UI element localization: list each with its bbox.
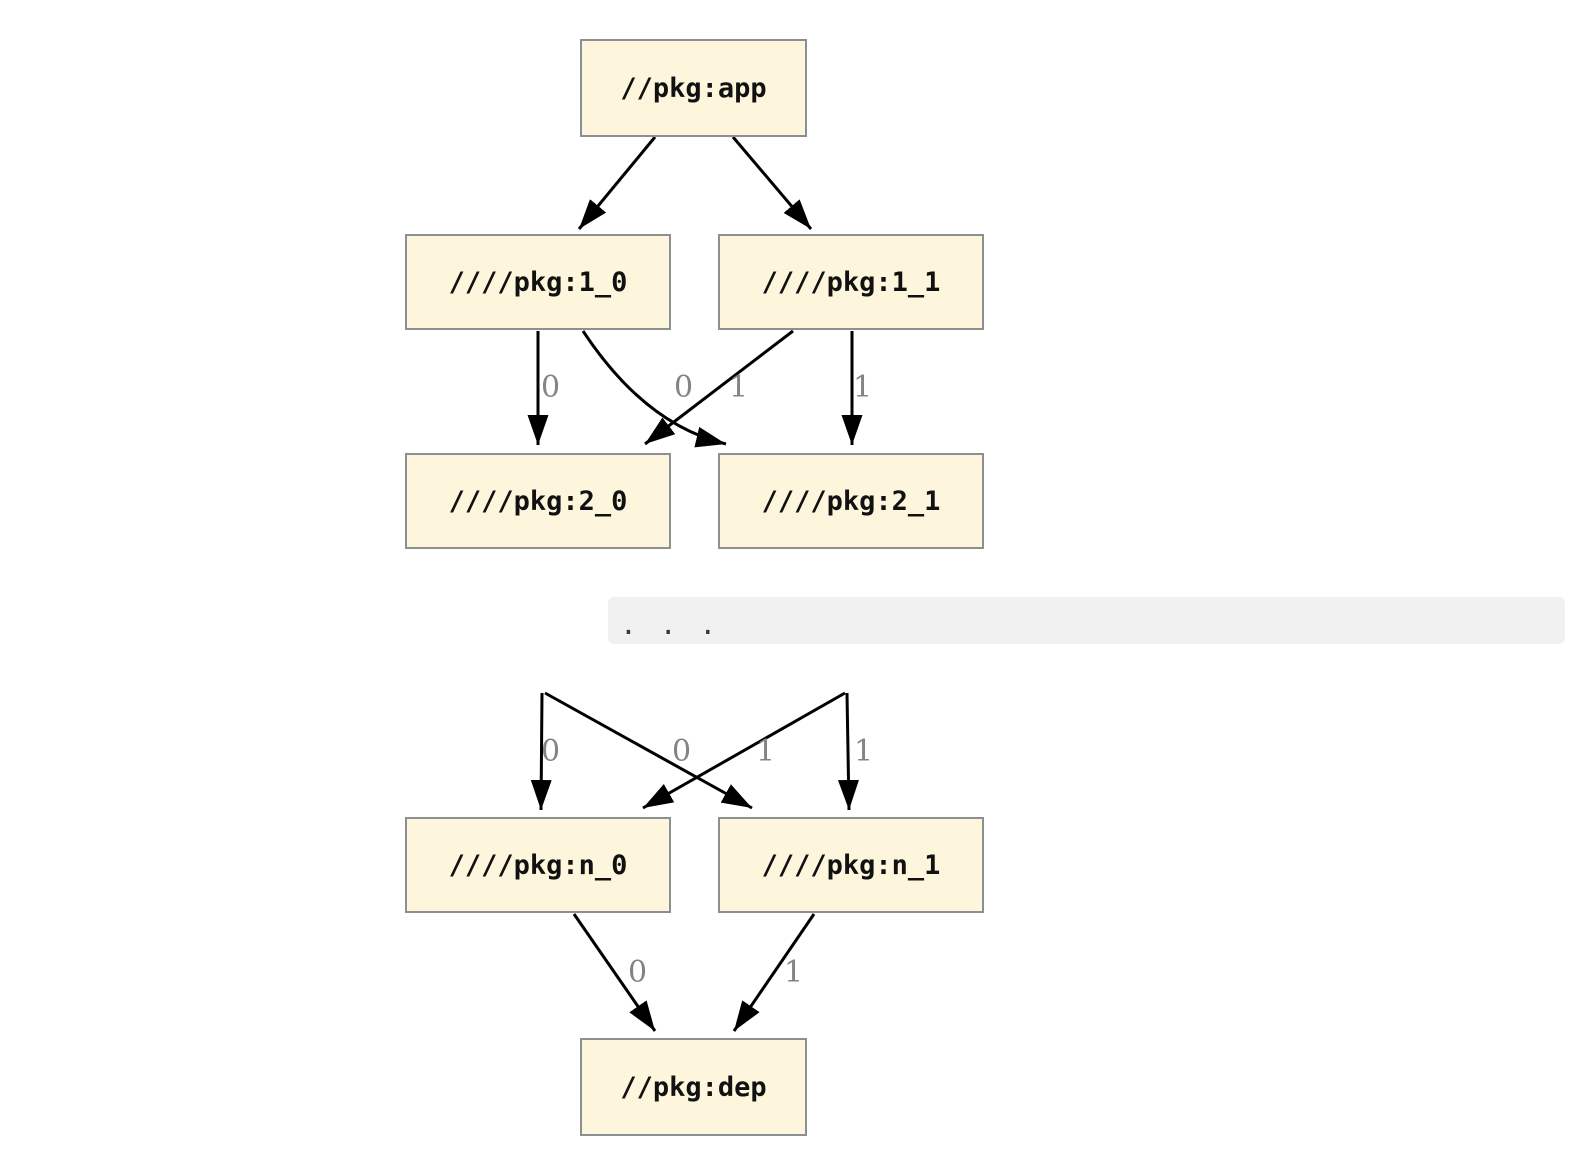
node-app: //pkg:app: [580, 39, 807, 137]
node-pkg-n_0: ////pkg:n_0: [405, 817, 671, 913]
node-pkg-n_1: ////pkg:n_1: [718, 817, 984, 913]
edge-label-1_1-2_1: 1: [853, 370, 873, 405]
edge-label-1_0-2_0: 0: [541, 370, 561, 405]
edge-label-n_1-dep: 1: [784, 955, 804, 990]
node-pkg-1_1: ////pkg:1_1: [718, 234, 984, 330]
edge-1_1-to-2_0: [644, 329, 794, 446]
edge-elided-to-n_1-right: [837, 692, 859, 811]
edge-label-elided-n_1-cross: 0: [672, 734, 692, 769]
edge-app-to-1_1: [731, 136, 813, 230]
ellipsis-dots: . . .: [620, 608, 720, 641]
ellipsis-bar: . . .: [608, 597, 1565, 644]
edge-app-to-1_0: [577, 136, 657, 230]
node-pkg-2_0: ////pkg:2_0: [405, 453, 671, 549]
node-pkg-1_0: ////pkg:1_0: [405, 234, 671, 330]
edge-label-elided-n_0-cross: 1: [756, 734, 776, 769]
edge-label-elided-n_0-left: 0: [541, 734, 561, 769]
edge-label-elided-n_1-right: 1: [854, 734, 874, 769]
edge-1_0-to-2_1: [581, 330, 727, 448]
edge-label-1_0-2_1: 0: [674, 370, 694, 405]
edge-label-1_1-2_0: 1: [729, 370, 749, 405]
edge-elided-to-n_1-cross: [544, 691, 753, 810]
node-pkg-2_1: ////pkg:2_1: [718, 453, 984, 549]
edge-label-n_0-dep: 0: [628, 955, 648, 990]
node-dep: //pkg:dep: [580, 1038, 807, 1136]
